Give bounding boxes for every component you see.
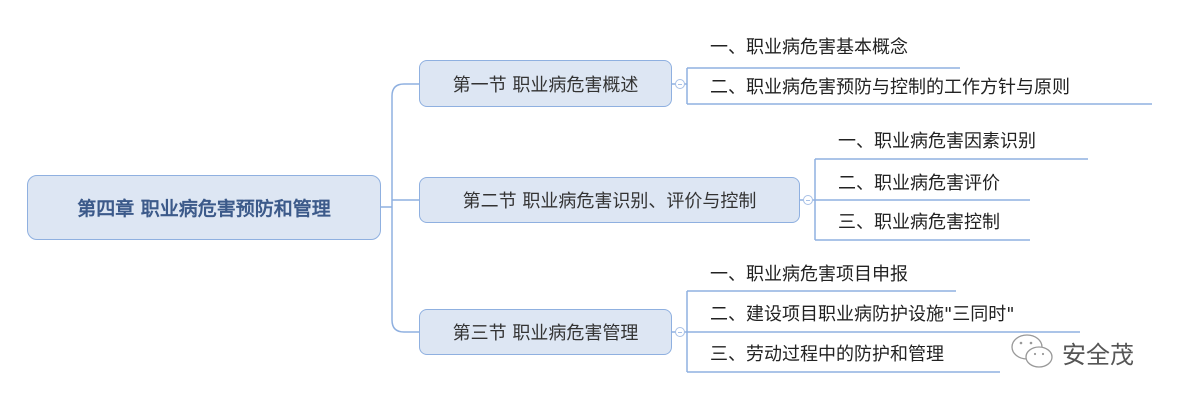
leaf-node[interactable]: 二、建设项目职业病防护设施"三同时" [710, 304, 1015, 325]
collapse-toggle-icon[interactable] [675, 79, 685, 89]
leaf-node[interactable]: 二、职业病危害预防与控制的工作方针与原则 [710, 77, 1070, 98]
leaf-node[interactable]: 二、职业病危害评价 [838, 173, 1000, 194]
collapse-toggle-icon[interactable] [675, 327, 685, 337]
leaf-node[interactable]: 一、职业病危害因素识别 [838, 131, 1036, 152]
leaf-node[interactable]: 三、职业病危害控制 [838, 212, 1000, 233]
section-1-node[interactable]: 第一节 职业病危害概述 [419, 60, 672, 107]
section-3-node[interactable]: 第三节 职业病危害管理 [419, 309, 672, 355]
collapse-toggle-icon[interactable] [803, 195, 813, 205]
root-node[interactable]: 第四章 职业病危害预防和管理 [27, 175, 381, 240]
leaf-node[interactable]: 一、职业病危害基本概念 [710, 37, 908, 58]
section-2-node[interactable]: 第二节 职业病危害识别、评价与控制 [419, 177, 800, 223]
wechat-icon [1011, 334, 1053, 368]
watermark-text: 安全茂 [1062, 340, 1134, 369]
leaf-node[interactable]: 三、劳动过程中的防护和管理 [710, 344, 944, 365]
leaf-node[interactable]: 一、职业病危害项目申报 [710, 264, 908, 285]
watermark: 安全茂 [1010, 332, 1134, 372]
